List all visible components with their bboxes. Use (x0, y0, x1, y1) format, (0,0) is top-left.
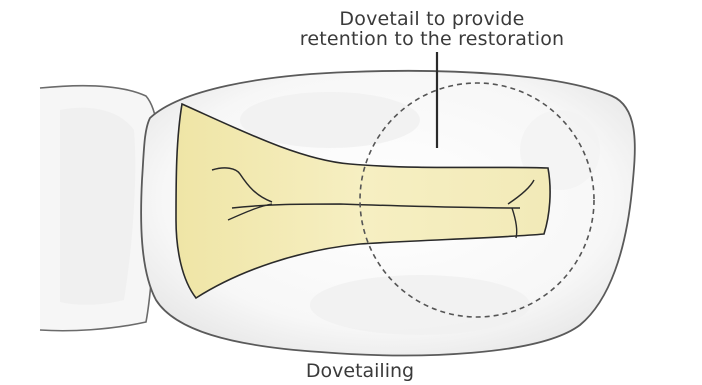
annotation-label-line-1: Dovetail to provide (262, 9, 602, 29)
cusp-shade-upper (240, 92, 420, 148)
figure-caption: Dovetailing (0, 360, 702, 382)
adjacent-tooth-shading (60, 108, 135, 305)
cusp-shade-lower (310, 275, 530, 335)
annotation-label-line-2: retention to the restoration (262, 29, 602, 49)
